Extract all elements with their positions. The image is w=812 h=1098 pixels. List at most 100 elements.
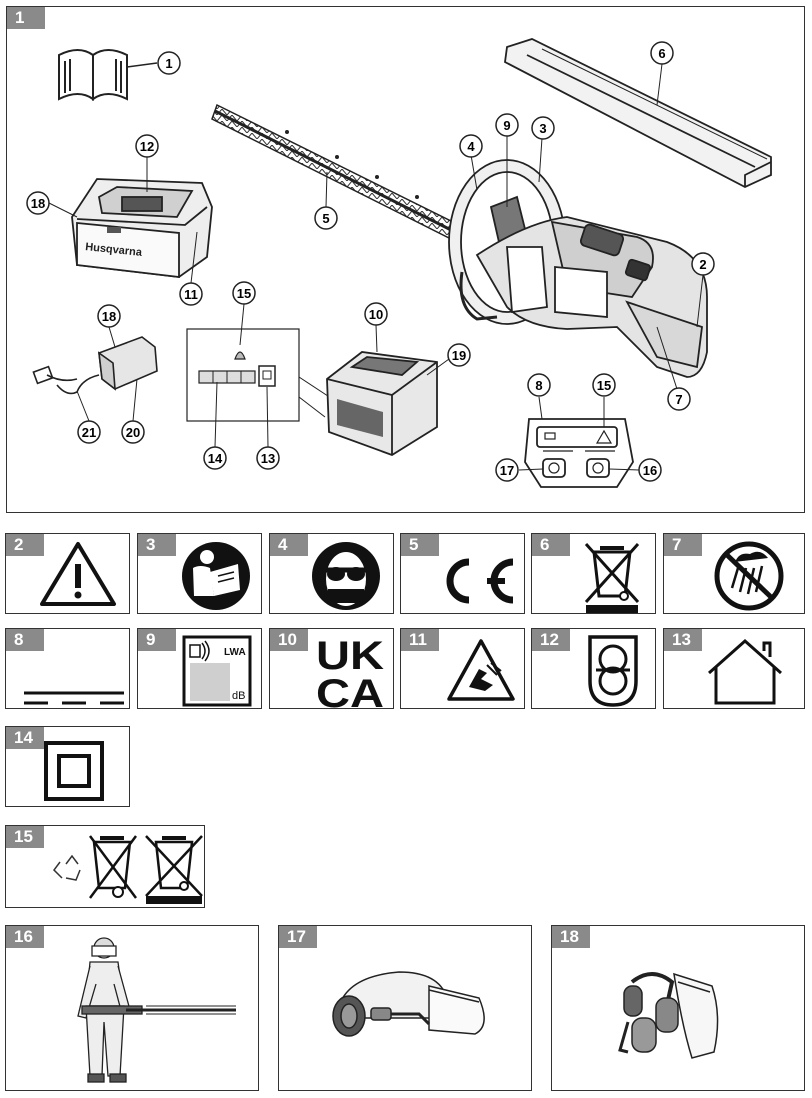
svg-text:15: 15 xyxy=(597,378,611,393)
direct-current-icon xyxy=(24,691,124,705)
symbol-panel-18: 18 xyxy=(551,925,805,1091)
symbol-panel-8: 8 xyxy=(5,628,130,709)
svg-text:9: 9 xyxy=(503,118,510,133)
svg-text:2: 2 xyxy=(699,257,706,272)
symbol-panel-12: 12 xyxy=(531,628,656,709)
callout-leader-lines xyxy=(48,63,704,471)
callout-13: 13 xyxy=(256,446,280,470)
trimmer-blade-drawing xyxy=(211,103,469,244)
callout-5: 5 xyxy=(314,206,338,230)
manual-book-icon xyxy=(58,49,128,101)
battery-indicator-inset xyxy=(186,328,338,422)
main-figure-drawing: Husqvarna xyxy=(26,38,772,488)
symbol-number: 17 xyxy=(279,926,317,948)
symbol-panel-15: 15 xyxy=(5,825,205,908)
crossed-bin-icon xyxy=(88,835,138,899)
symbol-panel-16: 16 xyxy=(5,925,259,1091)
callout-15a: 15 xyxy=(232,281,256,305)
symbol-panel-4: 4 xyxy=(269,533,394,614)
blade-cover-drawing xyxy=(504,38,772,189)
symbol-panel-17: 17 xyxy=(278,925,532,1091)
crossed-bin-icon-2 xyxy=(145,835,203,904)
svg-text:7: 7 xyxy=(675,392,682,407)
symbol-panel-5: 5 xyxy=(400,533,525,614)
symbol-number: 3 xyxy=(138,534,176,556)
ukca-line-1: UK xyxy=(316,634,384,678)
symbol-number: 10 xyxy=(270,629,308,651)
svg-text:10: 10 xyxy=(369,307,383,322)
double-insulation-icon xyxy=(44,741,104,801)
svg-text:21: 21 xyxy=(82,425,96,440)
callout-10: 10 xyxy=(364,302,388,326)
symbol-panel-11: 11 xyxy=(400,628,525,709)
symbol-number: 15 xyxy=(6,826,44,848)
symbol-number: 4 xyxy=(270,534,308,556)
read-manual-icon xyxy=(182,542,250,610)
symbol-panel-7: 7 xyxy=(663,533,805,614)
symbol-number: 7 xyxy=(664,534,702,556)
svg-text:20: 20 xyxy=(126,425,140,440)
callout-15b: 15 xyxy=(592,373,616,397)
symbol-number: 12 xyxy=(532,629,570,651)
symbol-panel-2: 2 xyxy=(5,533,130,614)
symbol-panel-3: 3 xyxy=(137,533,262,614)
svg-text:14: 14 xyxy=(208,451,223,466)
symbol-number: 5 xyxy=(401,534,439,556)
lwa-label: LWA xyxy=(224,647,246,658)
svg-text:12: 12 xyxy=(140,139,154,154)
symbol-number: 16 xyxy=(6,926,44,948)
symbol-number: 13 xyxy=(664,629,702,651)
svg-text:13: 13 xyxy=(261,451,275,466)
symbol-number: 6 xyxy=(532,534,570,556)
svg-text:1: 1 xyxy=(165,56,172,71)
crossed-bin-icon xyxy=(584,542,640,613)
recycle-bins-icon xyxy=(53,835,203,904)
cut-hazard-icon xyxy=(447,639,515,701)
main-figure-panel: 1 xyxy=(6,6,805,513)
svg-text:3: 3 xyxy=(539,121,546,136)
symbol-panel-14: 14 xyxy=(5,726,130,807)
trimmer-body-drawing xyxy=(448,159,708,378)
symbol-panel-9: 9 LWA dB xyxy=(137,628,262,709)
symbol-panel-13: 13 xyxy=(663,628,805,709)
callout-numbers: 1 6 9 3 4 12 18 5 2 11 15 10 18 19 8 15 … xyxy=(26,41,715,482)
callout-12: 12 xyxy=(135,134,159,158)
symbol-number: 9 xyxy=(138,629,176,651)
symbol-number: 2 xyxy=(6,534,44,556)
svg-text:6: 6 xyxy=(658,46,665,61)
ear-muffs-visor-icon xyxy=(618,972,719,1059)
ac-adapter-drawing xyxy=(32,336,158,395)
callout-16: 16 xyxy=(638,458,662,482)
symbol-panel-6: 6 xyxy=(531,533,656,614)
callout-8: 8 xyxy=(527,373,551,397)
symbol-number: 14 xyxy=(6,727,44,749)
svg-text:8: 8 xyxy=(535,378,542,393)
recycle-icon xyxy=(53,854,81,881)
control-panel-drawing xyxy=(524,418,634,488)
callout-21: 21 xyxy=(77,420,101,444)
callout-7: 7 xyxy=(667,387,691,411)
callout-1: 1 xyxy=(157,51,181,75)
db-label: dB xyxy=(232,690,245,702)
callout-17: 17 xyxy=(495,458,519,482)
noise-level-icon: LWA dB xyxy=(182,635,252,707)
symbol-panel-10: 10 UK CA xyxy=(269,628,394,709)
callout-20: 20 xyxy=(121,420,145,444)
symbol-number: 18 xyxy=(552,926,590,948)
no-rain-icon xyxy=(714,541,784,611)
symbol-number: 8 xyxy=(6,629,44,651)
ukca-line-2: CA xyxy=(316,672,384,709)
safety-isolating-transformer-icon xyxy=(588,635,638,707)
eye-protection-icon xyxy=(312,542,380,610)
charger-drawing xyxy=(71,178,213,279)
callout-3: 3 xyxy=(531,116,555,140)
callout-4: 4 xyxy=(459,134,483,158)
svg-text:18: 18 xyxy=(31,196,45,211)
svg-text:19: 19 xyxy=(452,348,466,363)
warning-triangle-icon xyxy=(40,542,116,606)
svg-text:16: 16 xyxy=(643,463,657,478)
helmet-with-visor-icon xyxy=(332,971,485,1037)
svg-text:15: 15 xyxy=(237,286,251,301)
svg-text:17: 17 xyxy=(500,463,514,478)
callout-9: 9 xyxy=(495,113,519,137)
